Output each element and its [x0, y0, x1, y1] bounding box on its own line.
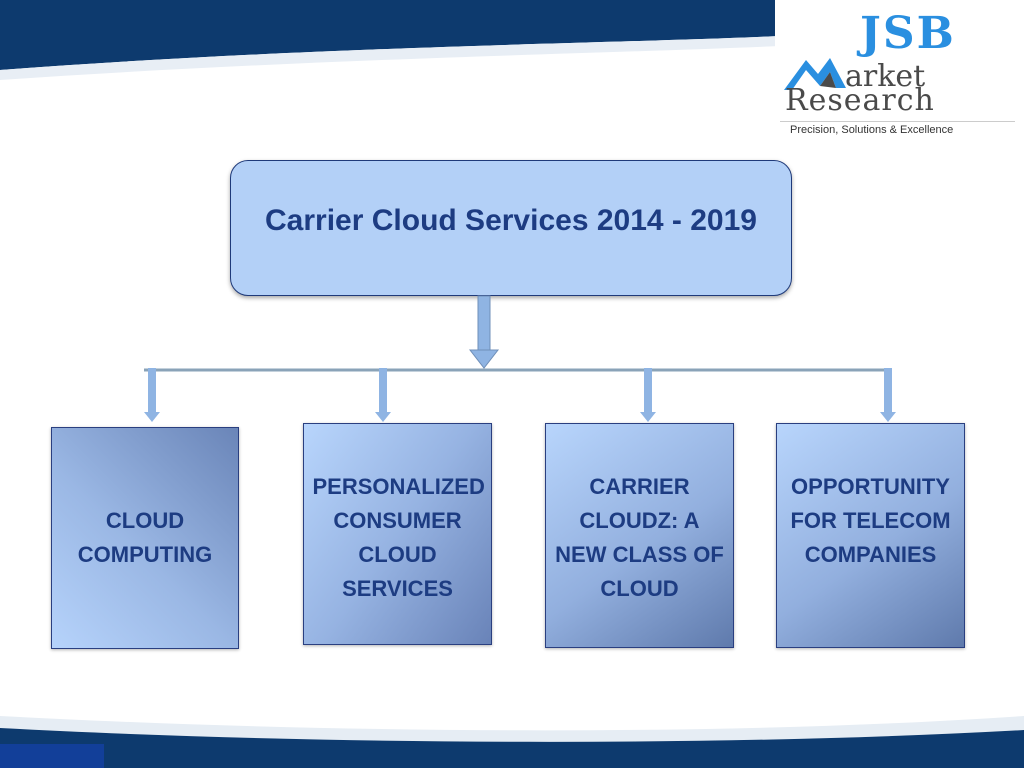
box-personalized-consumer-cloud-services: PERSONALIZED CONSUMER CLOUD SERVICES: [303, 423, 492, 645]
logo-divider: [780, 121, 1015, 122]
branch-arrow-3: [640, 368, 656, 422]
diagram-root-box: Carrier Cloud Services 2014 - 2019: [230, 160, 792, 296]
mountain-logo-icon: [784, 58, 846, 90]
diagram-title: Carrier Cloud Services 2014 - 2019: [265, 204, 757, 237]
branch-arrow-4: [880, 368, 896, 422]
footer-accent: [0, 744, 104, 768]
footer-banner-highlight: [0, 716, 1024, 742]
logo-line-market: arket: [845, 59, 926, 94]
box-cloud-computing: CLOUD COMPUTING: [51, 427, 239, 649]
box-label-cloud-computing: CLOUD COMPUTING: [77, 508, 213, 567]
header-banner: [0, 0, 780, 70]
logo-tagline: Precision, Solutions & Excellence: [790, 124, 954, 136]
box-opportunity-for-telecom: OPPORTUNITY FOR TELECOM COMPANIES: [776, 423, 965, 648]
box-label-carrier-cloudz: CARRIER CLOUDZ: A NEW CLASS OF CLOUD: [555, 474, 724, 601]
logo-brand: JSB: [860, 8, 956, 59]
box-label-opportunity-for-telecom: OPPORTUNITY FOR TELECOM COMPANIES: [790, 474, 951, 567]
branch-arrow-2: [375, 368, 391, 422]
box-label-personalized-consumer-cloud-services: PERSONALIZED CONSUMER CLOUD SERVICES: [312, 474, 485, 601]
footer-banner: [0, 728, 1024, 768]
logo-line-research: Research: [785, 83, 935, 118]
branch-arrow-1: [144, 368, 160, 422]
box-carrier-cloudz: CARRIER CLOUDZ: A NEW CLASS OF CLOUD: [545, 423, 734, 648]
main-down-arrow: [468, 295, 500, 369]
header-banner-highlight: [0, 36, 780, 80]
